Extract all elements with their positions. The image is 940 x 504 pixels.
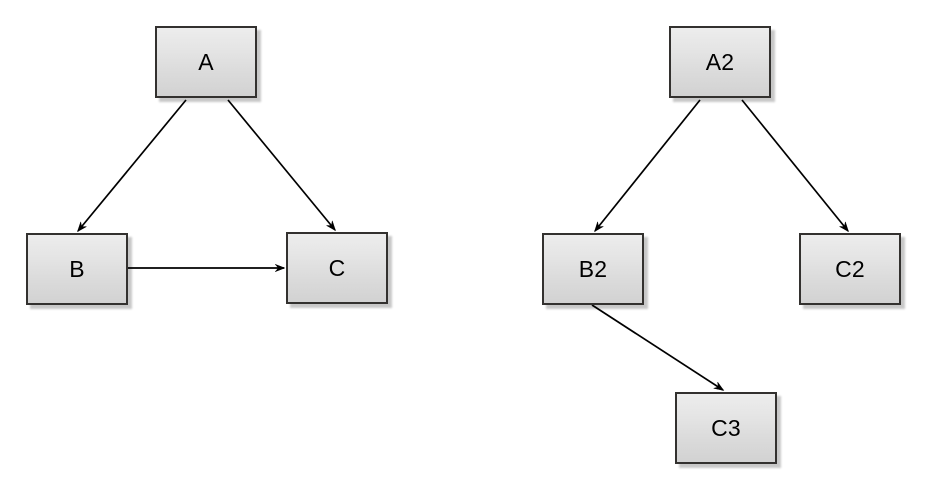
node-a2[interactable]: A2 bbox=[669, 26, 771, 98]
edge-a2-to-b2 bbox=[594, 99, 701, 233]
node-a-label: A bbox=[198, 48, 214, 75]
node-a2-label: A2 bbox=[705, 48, 735, 75]
node-b[interactable]: B bbox=[26, 233, 128, 305]
node-c2-label: C2 bbox=[835, 255, 865, 282]
node-c2[interactable]: C2 bbox=[799, 233, 901, 305]
node-b2-label: B2 bbox=[578, 255, 608, 282]
node-c3-label: C3 bbox=[711, 414, 741, 441]
node-c-label: C bbox=[328, 254, 346, 281]
node-b-label: B bbox=[69, 255, 85, 282]
node-c3[interactable]: C3 bbox=[675, 392, 777, 464]
edge-b2-to-c3 bbox=[591, 304, 725, 391]
node-b2[interactable]: B2 bbox=[542, 233, 644, 305]
node-c[interactable]: C bbox=[286, 232, 388, 304]
node-a[interactable]: A bbox=[155, 26, 257, 98]
edge-a-to-c bbox=[227, 99, 336, 232]
edge-a2-to-c2 bbox=[741, 99, 849, 233]
edge-a-to-b bbox=[77, 99, 187, 233]
